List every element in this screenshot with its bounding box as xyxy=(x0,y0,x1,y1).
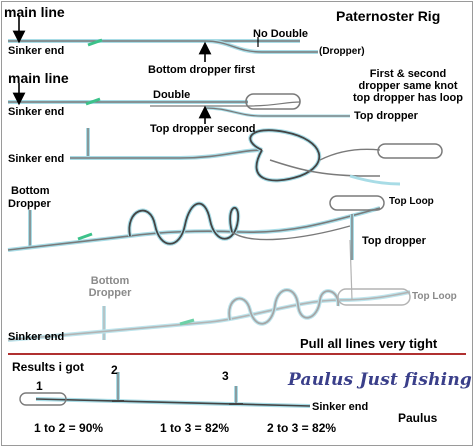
no-double-label: No Double xyxy=(253,28,308,40)
row5-top-loop-label: Top Loop xyxy=(412,291,457,302)
row4-wraps xyxy=(7,195,385,260)
row1-sinker-end-label: Sinker end xyxy=(8,45,65,57)
row2-main-line-label: main line xyxy=(8,70,69,86)
row5-bottom-dropper-line-1: Bottom xyxy=(90,275,130,287)
double-label: Double xyxy=(153,89,191,101)
knot-note-line-1: First & second xyxy=(369,68,447,80)
results-heading: Results i got xyxy=(12,360,85,374)
ratio-1-to-2: 1 to 2 = 90% xyxy=(34,421,104,435)
row2-top-dropper-label: Top dropper xyxy=(354,110,418,122)
ratio-2-to-3: 2 to 3 = 82% xyxy=(267,421,337,435)
results-label-1: 1 xyxy=(36,379,43,393)
row4-top-loop-label: Top Loop xyxy=(389,196,434,207)
instruction-text: Pull all lines very tight xyxy=(300,336,438,351)
ratio-1-to-3: 1 to 3 = 82% xyxy=(160,421,230,435)
knot-note-line-2: dropper same knot xyxy=(358,80,458,92)
row3-sinker-end-label: Sinker end xyxy=(8,153,65,165)
paulus-just-fishing-watermark: Paulus Just fishing xyxy=(288,370,472,390)
row1-main-line-label: main line xyxy=(4,4,65,20)
bottom-dropper-first-label: Bottom dropper first xyxy=(148,64,255,76)
row1-line xyxy=(8,37,318,54)
results-label-2: 2 xyxy=(111,363,118,377)
row4-bottom-dropper-line-2: Dropper xyxy=(8,198,51,210)
results-rig xyxy=(19,372,311,408)
results-label-3: 3 xyxy=(222,369,229,383)
row2-line xyxy=(8,93,350,118)
row4-top-dropper-label: Top dropper xyxy=(362,235,426,247)
row5-rig xyxy=(7,239,411,342)
row5-sinker-end-label: Sinker end xyxy=(8,331,65,343)
row4-bottom-dropper-line-1: Bottom xyxy=(11,185,50,197)
dropper-label: (Dropper) xyxy=(319,46,365,57)
row2-sinker-end-label: Sinker end xyxy=(8,106,65,118)
author-label: Paulus xyxy=(398,411,438,425)
knot-note-line-3: top dropper has loop xyxy=(353,92,463,104)
row3-knot xyxy=(70,128,443,186)
diagram-title: Paternoster Rig xyxy=(336,8,441,24)
row5-bottom-dropper-line-2: Dropper xyxy=(88,287,132,299)
top-dropper-second-label: Top dropper second xyxy=(150,123,256,135)
results-sinker-end-label: Sinker end xyxy=(312,401,369,413)
